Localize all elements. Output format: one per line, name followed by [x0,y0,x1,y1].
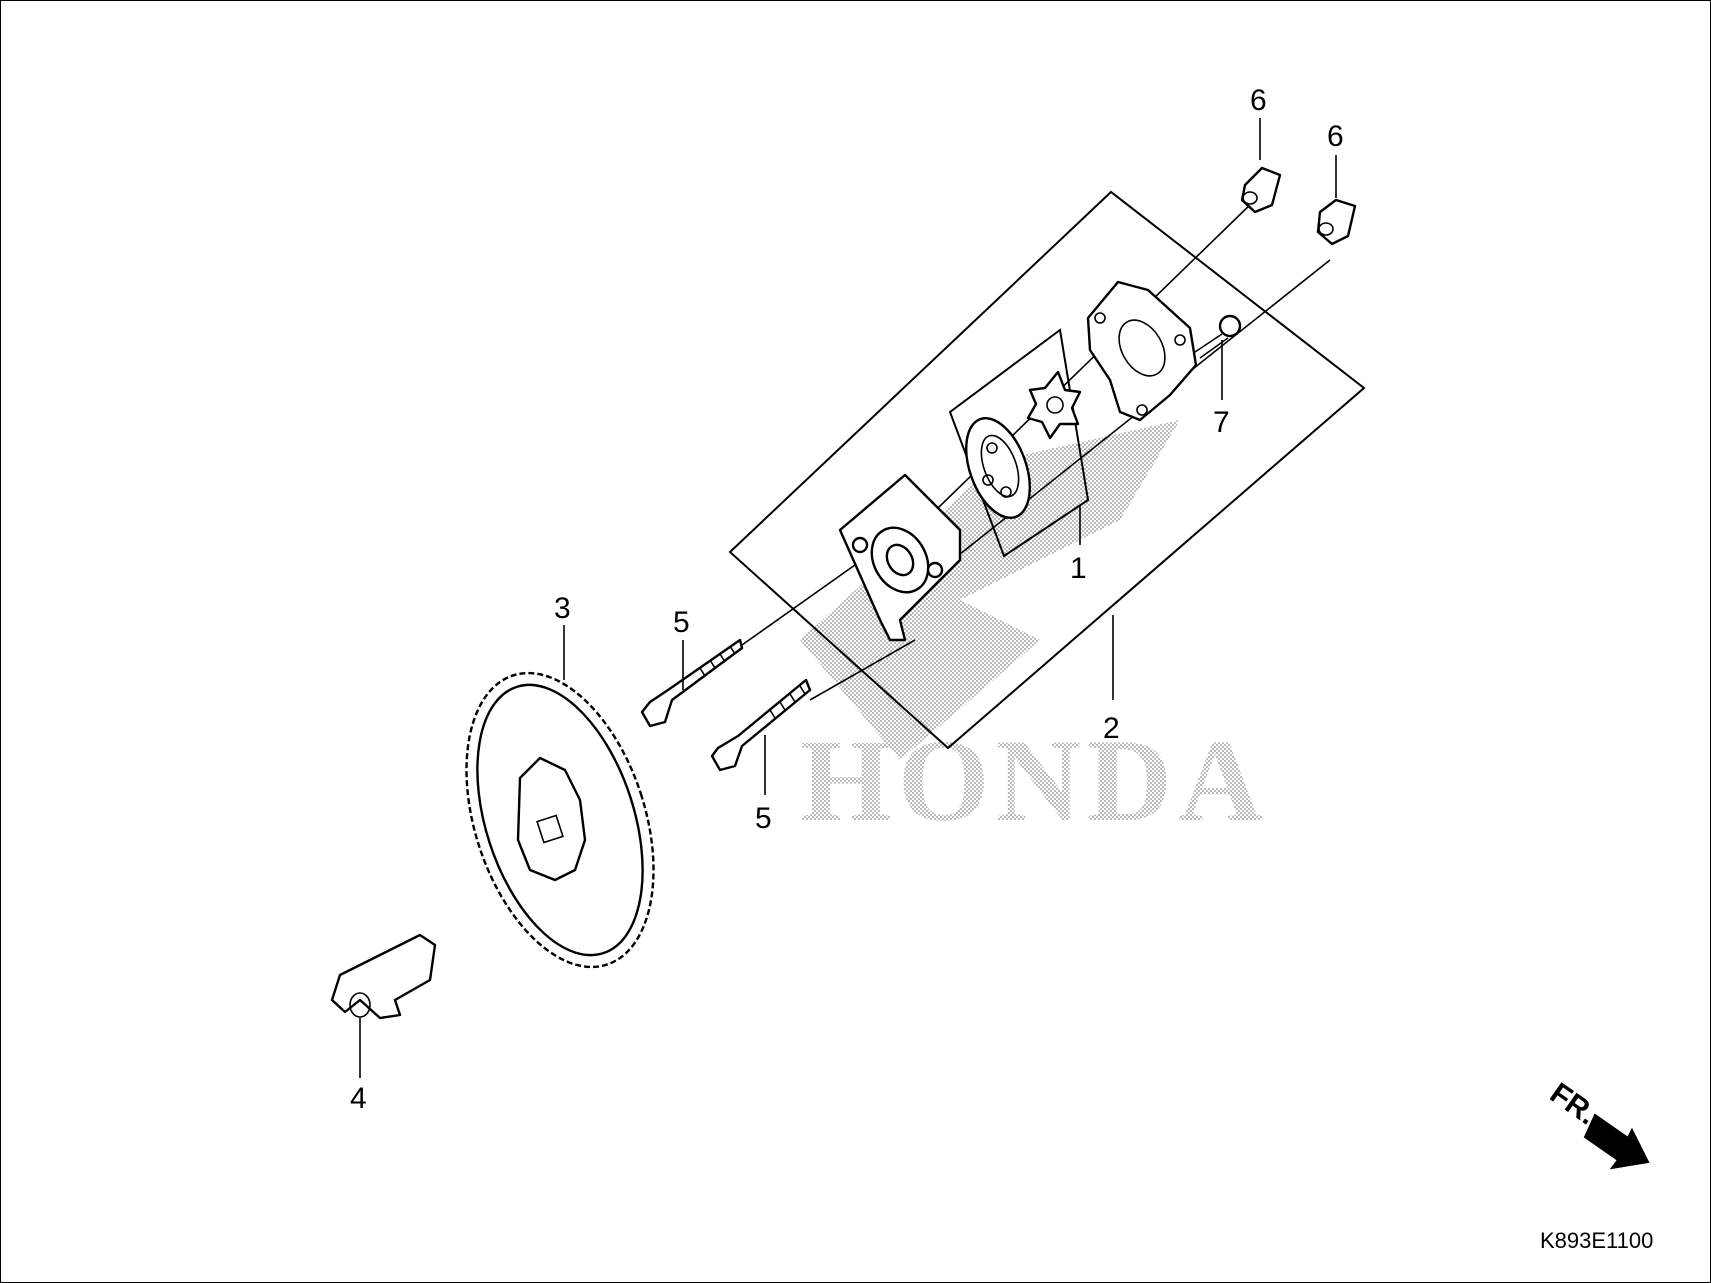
callout-6b: 6 [1327,120,1344,153]
callout-3: 3 [554,592,571,625]
callout-7: 7 [1213,406,1230,439]
pump-body [838,473,962,642]
honda-watermark: HONDA [800,420,1269,846]
inner-rotor [1026,370,1082,440]
callout-2: 2 [1103,712,1120,745]
rotor-outline-box [948,328,1090,558]
bolt-b [710,678,812,772]
assembly-outline-box [728,190,1366,750]
dowel-pin-a [1240,166,1282,214]
screw [1194,314,1242,359]
callout-5b: 5 [755,802,772,835]
callout-1: 1 [1070,552,1087,585]
driven-gear [465,671,655,969]
axis-line-upper [904,199,1256,541]
bolt-a [640,638,744,728]
callout-5a: 5 [673,606,690,639]
pump-cover [1086,280,1198,422]
bolt-axis-line-a [741,559,863,646]
dowel-pin-b [1316,198,1357,246]
callout-6a: 6 [1250,84,1267,117]
pump-shaft [330,933,437,1020]
honda-wing-watermark-icon [800,420,1180,760]
watermark-text: HONDA [800,715,1269,846]
front-direction-indicator: FR. [1544,1077,1650,1170]
callout-4: 4 [350,1082,367,1115]
figure-code: K893E1100 [1540,1228,1653,1253]
outer-rotor [965,417,1031,519]
bolt-axis-line-b [809,639,916,701]
front-arrow-icon [1583,1113,1650,1170]
